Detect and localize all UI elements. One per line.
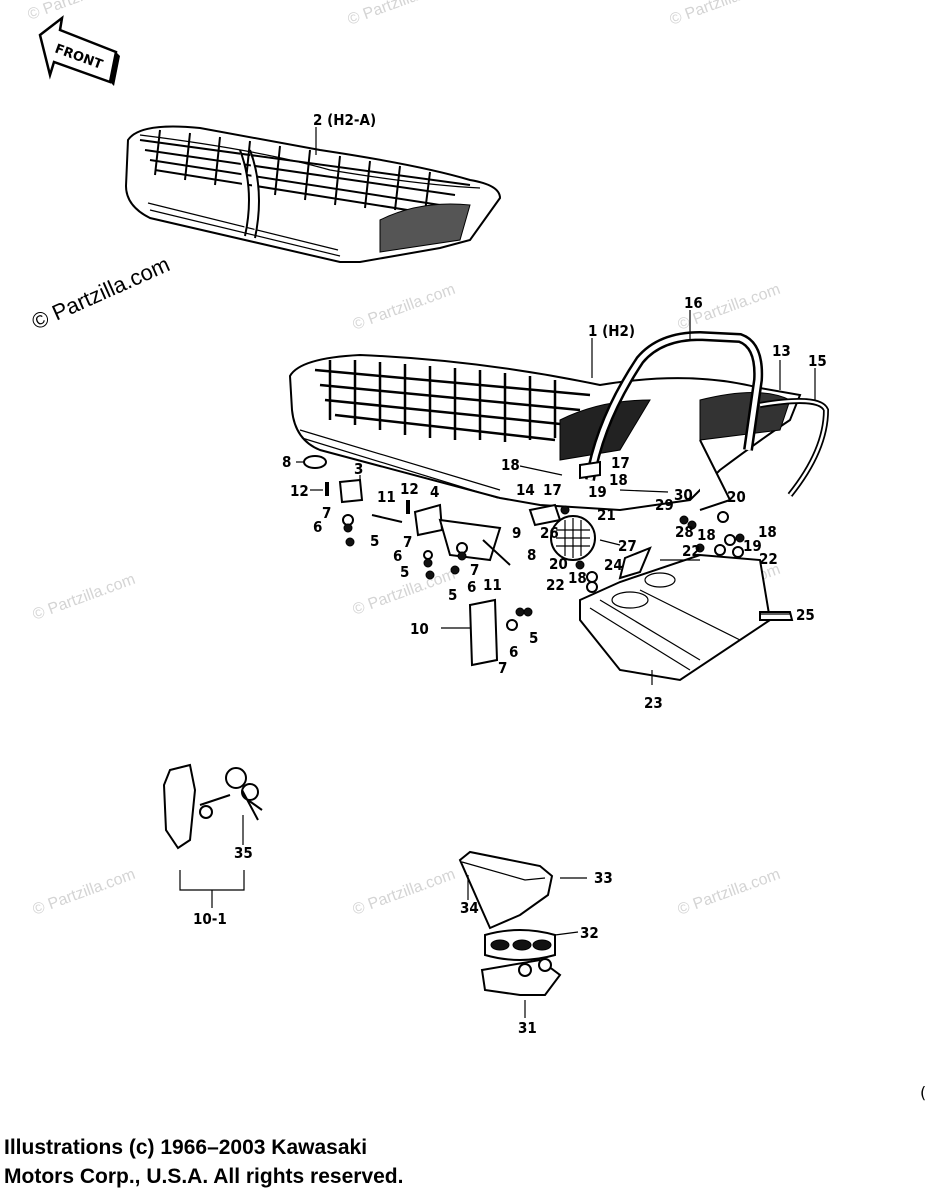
callout-22: 22 bbox=[682, 542, 701, 560]
watermark: © Partzilla.com bbox=[26, 0, 133, 24]
callout-12: 12 bbox=[290, 482, 309, 500]
leader-lines bbox=[179, 127, 816, 1018]
hardware-parts bbox=[303, 455, 745, 667]
callout-7: 7 bbox=[322, 504, 331, 522]
callout-7: 7 bbox=[403, 533, 412, 551]
callout-18: 18 bbox=[609, 471, 628, 489]
callout-10-1: 10-1 bbox=[193, 910, 227, 928]
callout-5: 5 bbox=[448, 586, 457, 604]
seat-lock-assembly bbox=[162, 763, 263, 850]
watermark: © Partzilla.com bbox=[668, 0, 775, 29]
callout-20: 20 bbox=[727, 488, 746, 506]
callout-35: 35 bbox=[234, 844, 253, 862]
quilt-pattern bbox=[139, 129, 471, 213]
copyright-line-2: Motors Corp., U.S.A. All rights reserved… bbox=[4, 1165, 404, 1188]
watermark: © Partzilla.com bbox=[31, 571, 138, 624]
callout-6: 6 bbox=[467, 578, 476, 596]
callout-labels: 2 (H2-A) 1 (H2) 16 13 15 3 8 12 11 12 4 … bbox=[193, 111, 827, 1037]
callout-19: 19 bbox=[743, 537, 762, 555]
svg-text:(: ( bbox=[920, 1083, 926, 1102]
callout-18: 18 bbox=[697, 526, 716, 544]
watermark: © Partzilla.com bbox=[351, 281, 458, 334]
seat-h2a bbox=[124, 125, 502, 263]
watermark: © Partzilla.com bbox=[676, 866, 783, 919]
callout-5: 5 bbox=[529, 629, 538, 647]
callout-25: 25 bbox=[796, 606, 815, 624]
callout-32: 32 bbox=[580, 924, 599, 942]
callout-34: 34 bbox=[460, 899, 479, 917]
callout-17: 17 bbox=[611, 454, 630, 472]
helmet-lock-assembly bbox=[458, 850, 562, 996]
callout-5: 5 bbox=[400, 563, 409, 581]
callout-20: 20 bbox=[549, 555, 568, 573]
front-arrow-icon: FRONT bbox=[38, 15, 120, 86]
callout-13: 13 bbox=[772, 342, 791, 360]
callout-6: 6 bbox=[509, 643, 518, 661]
callout-7: 7 bbox=[498, 659, 507, 677]
callout-23: 23 bbox=[644, 694, 663, 712]
callout-30: 30 bbox=[674, 486, 693, 504]
callout-28: 28 bbox=[675, 523, 694, 541]
callout-24: 24 bbox=[604, 556, 623, 574]
copyright-line-1: Illustrations (c) 1966–2003 Kawasaki bbox=[4, 1136, 368, 1159]
callout-1: 1 (H2) bbox=[588, 322, 635, 340]
watermark: © Partzilla.com bbox=[351, 866, 458, 919]
callout-11: 11 bbox=[483, 576, 502, 594]
callout-6: 6 bbox=[393, 547, 402, 565]
callout-18: 18 bbox=[568, 569, 587, 587]
callout-33: 33 bbox=[594, 869, 613, 887]
callout-6: 6 bbox=[313, 518, 322, 536]
callout-22: 22 bbox=[546, 576, 565, 594]
callout-27: 27 bbox=[618, 537, 637, 555]
watermark: © Partzilla.com bbox=[31, 866, 138, 919]
callout-3: 3 bbox=[354, 460, 363, 478]
copyright-notice: Illustrations (c) 1966–2003 Kawasaki Mot… bbox=[4, 1133, 403, 1191]
callout-15: 15 bbox=[808, 352, 827, 370]
callout-31: 31 bbox=[518, 1019, 537, 1037]
quilt-pattern bbox=[314, 360, 591, 442]
seat-h2 bbox=[288, 353, 802, 512]
watermark: © Partzilla.com bbox=[346, 0, 453, 29]
callout-9: 9 bbox=[512, 524, 521, 542]
callout-4: 4 bbox=[430, 483, 439, 501]
callout-21: 21 bbox=[597, 506, 616, 524]
callout-8: 8 bbox=[282, 453, 291, 471]
callout-7: 7 bbox=[470, 561, 479, 579]
callout-18: 18 bbox=[501, 456, 520, 474]
callout-26: 26 bbox=[540, 524, 559, 542]
callout-8: 8 bbox=[527, 546, 536, 564]
callout-18: 18 bbox=[758, 523, 777, 541]
callout-14: 14 bbox=[516, 481, 535, 499]
callout-2: 2 (H2-A) bbox=[313, 111, 376, 129]
callout-17: 17 bbox=[543, 481, 562, 499]
callout-12: 12 bbox=[400, 480, 419, 498]
callout-10: 10 bbox=[410, 620, 429, 638]
callout-29: 29 bbox=[655, 496, 674, 514]
callout-16: 16 bbox=[684, 294, 703, 312]
callout-19: 19 bbox=[588, 483, 607, 501]
callout-5: 5 bbox=[370, 532, 379, 550]
watermark-main: © Partzilla.com bbox=[28, 251, 174, 334]
callout-11: 11 bbox=[377, 488, 396, 506]
callout-22: 22 bbox=[759, 550, 778, 568]
seat-base-pan bbox=[579, 553, 794, 682]
